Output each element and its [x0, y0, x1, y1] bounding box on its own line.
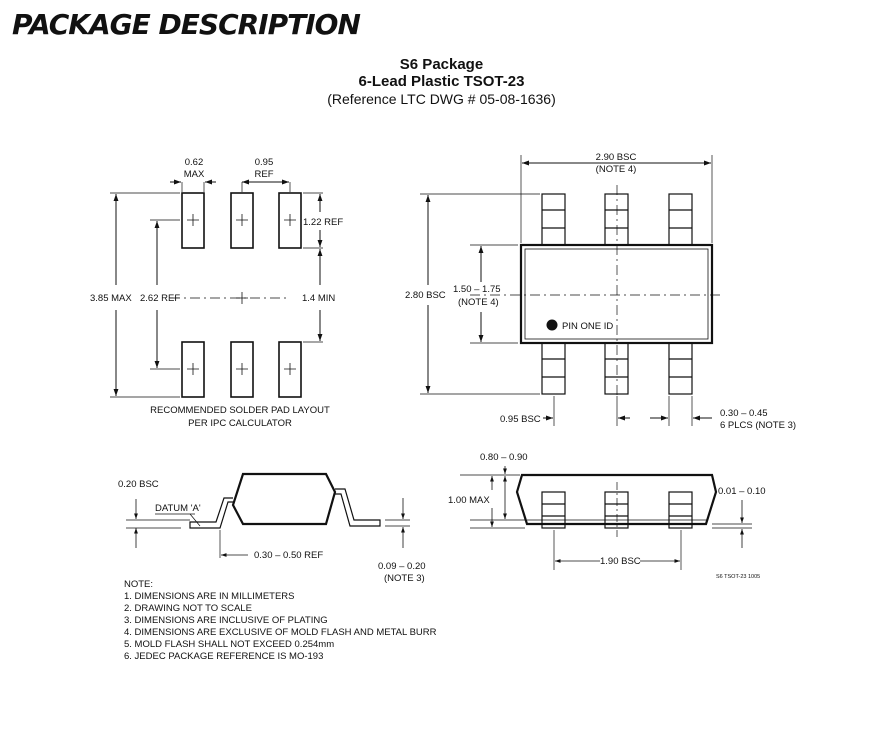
- dim-lead-thickness: 0.09 – 0.20: [378, 561, 426, 572]
- dim-foot-length: 0.30 – 0.50 REF: [254, 550, 323, 561]
- solder-pad-layout: [110, 179, 323, 398]
- notes-block: NOTE: 1. DIMENSIONS ARE IN MILLIMETERS 2…: [124, 579, 437, 663]
- dim-overall-height: 3.85 MAX: [90, 293, 132, 304]
- pin-one-dot-icon: [546, 319, 558, 331]
- pin-one-label: PIN ONE ID: [562, 321, 613, 332]
- dim-outer-lead-pitch: 1.90 BSC: [600, 556, 641, 567]
- dim-pad-center-span: 2.62 REF: [140, 293, 180, 304]
- note-3: 3. DIMENSIONS ARE INCLUSIVE OF PLATING: [124, 615, 328, 626]
- reference-drawing: (Reference LTC DWG # 05-08-1636): [327, 91, 556, 107]
- end-view: [460, 466, 752, 570]
- page-header: PACKAGE DESCRIPTION: [12, 8, 361, 41]
- dim-body-height: 0.80 – 0.90: [480, 452, 528, 463]
- dim-lead-pitch: 0.95 BSC: [500, 414, 541, 425]
- note-4: 4. DIMENSIONS ARE EXCLUSIVE OF MOLD FLAS…: [124, 627, 437, 638]
- note-1: 1. DIMENSIONS ARE IN MILLIMETERS: [124, 591, 295, 602]
- package-type: 6-Lead Plastic TSOT-23: [358, 73, 525, 90]
- notes-heading: NOTE:: [124, 579, 154, 590]
- dim-lead-thickness-note: (NOTE 3): [384, 573, 425, 584]
- drawing-code: S6 TSOT-23 1005: [716, 574, 760, 580]
- pad-layout-caption-2: PER IPC CALCULATOR: [188, 418, 292, 429]
- dim-lead-offset: 0.20 BSC: [118, 479, 159, 490]
- dim-pad-length: 1.22 REF: [303, 217, 343, 228]
- dim-pad-gap: 1.4 MIN: [302, 293, 335, 304]
- dim-body-length-note: (NOTE 4): [596, 164, 637, 175]
- dim-pad-pitch: 0.95: [255, 157, 274, 168]
- dim-overall-width: 2.80 BSC: [405, 290, 446, 301]
- package-name: S6 Package: [399, 56, 484, 73]
- dim-body-width-note: (NOTE 4): [458, 297, 499, 308]
- dim-pad-width-max: MAX: [184, 169, 205, 180]
- dim-overall-height-max: 1.00 MAX: [448, 495, 490, 506]
- dim-body-width: 1.50 – 1.75: [453, 284, 501, 295]
- dim-pad-pitch-ref: REF: [255, 169, 274, 180]
- dim-body-length: 2.90 BSC: [596, 152, 637, 163]
- note-2: 2. DRAWING NOT TO SCALE: [124, 603, 252, 614]
- dim-lead-width: 0.30 – 0.45: [720, 408, 768, 419]
- top-view: [420, 155, 720, 426]
- note-6: 6. JEDEC PACKAGE REFERENCE IS MO-193: [124, 651, 324, 662]
- side-view: [126, 472, 410, 558]
- dim-lead-width-note: 6 PLCS (NOTE 3): [720, 420, 796, 431]
- datum-a-label: DATUM 'A': [155, 503, 201, 514]
- dim-pad-width: 0.62: [185, 157, 204, 168]
- note-5: 5. MOLD FLASH SHALL NOT EXCEED 0.254mm: [124, 639, 335, 650]
- dim-standoff: 0.01 – 0.10: [718, 486, 766, 497]
- pad-layout-caption-1: RECOMMENDED SOLDER PAD LAYOUT: [150, 405, 330, 416]
